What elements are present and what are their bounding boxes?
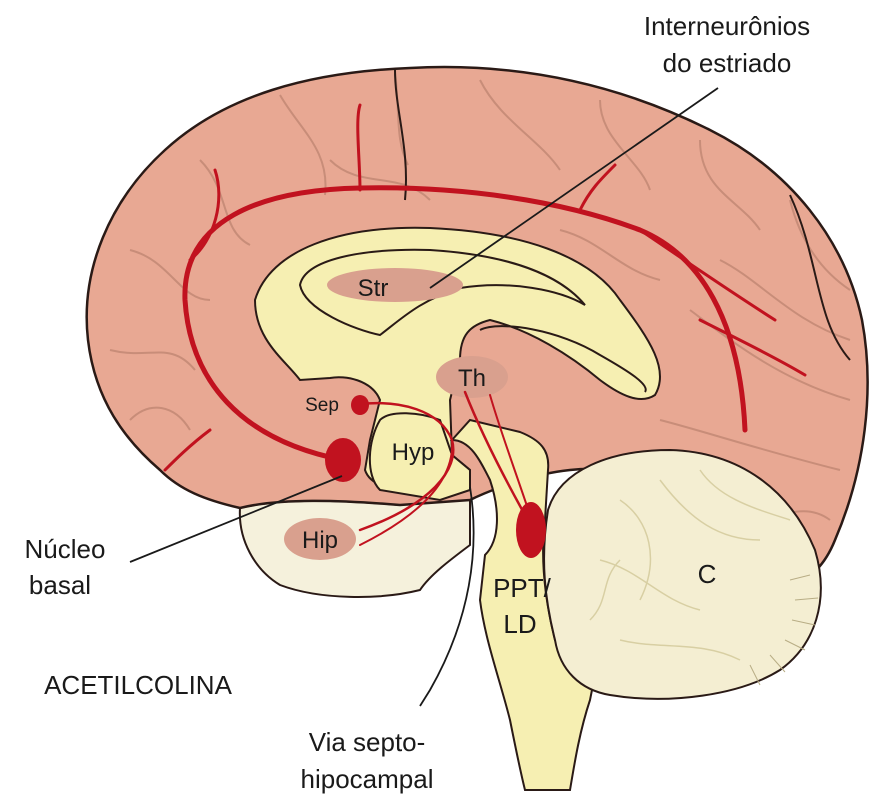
label-striatum: Str	[358, 275, 389, 302]
label-basal-nucleus-1: Núcleo	[25, 534, 106, 564]
striatum-nucleus	[327, 268, 463, 302]
basal-nucleus-cell	[325, 438, 361, 482]
label-septohippocampal-1: Via septo-	[309, 727, 426, 757]
label-septum: Sep	[305, 395, 339, 416]
label-acetylcholine: ACETILCOLINA	[44, 670, 232, 700]
label-ppt: PPT/	[493, 573, 552, 603]
label-thalamus: Th	[458, 365, 486, 392]
ppt-ld-cell	[516, 502, 546, 558]
label-ld: LD	[503, 609, 536, 639]
label-striatal-interneurons-1: Interneurônios	[644, 11, 810, 41]
label-cerebellum: C	[698, 559, 717, 589]
temporal-lobe-region	[240, 492, 470, 597]
septum-cell	[351, 395, 369, 415]
label-striatal-interneurons-2: do estriado	[663, 48, 792, 78]
label-septohippocampal-2: hipocampal	[301, 764, 434, 794]
label-basal-nucleus-2: basal	[29, 570, 91, 600]
label-hypothalamus: Hyp	[392, 439, 435, 466]
label-hippocampus: Hip	[302, 527, 338, 554]
